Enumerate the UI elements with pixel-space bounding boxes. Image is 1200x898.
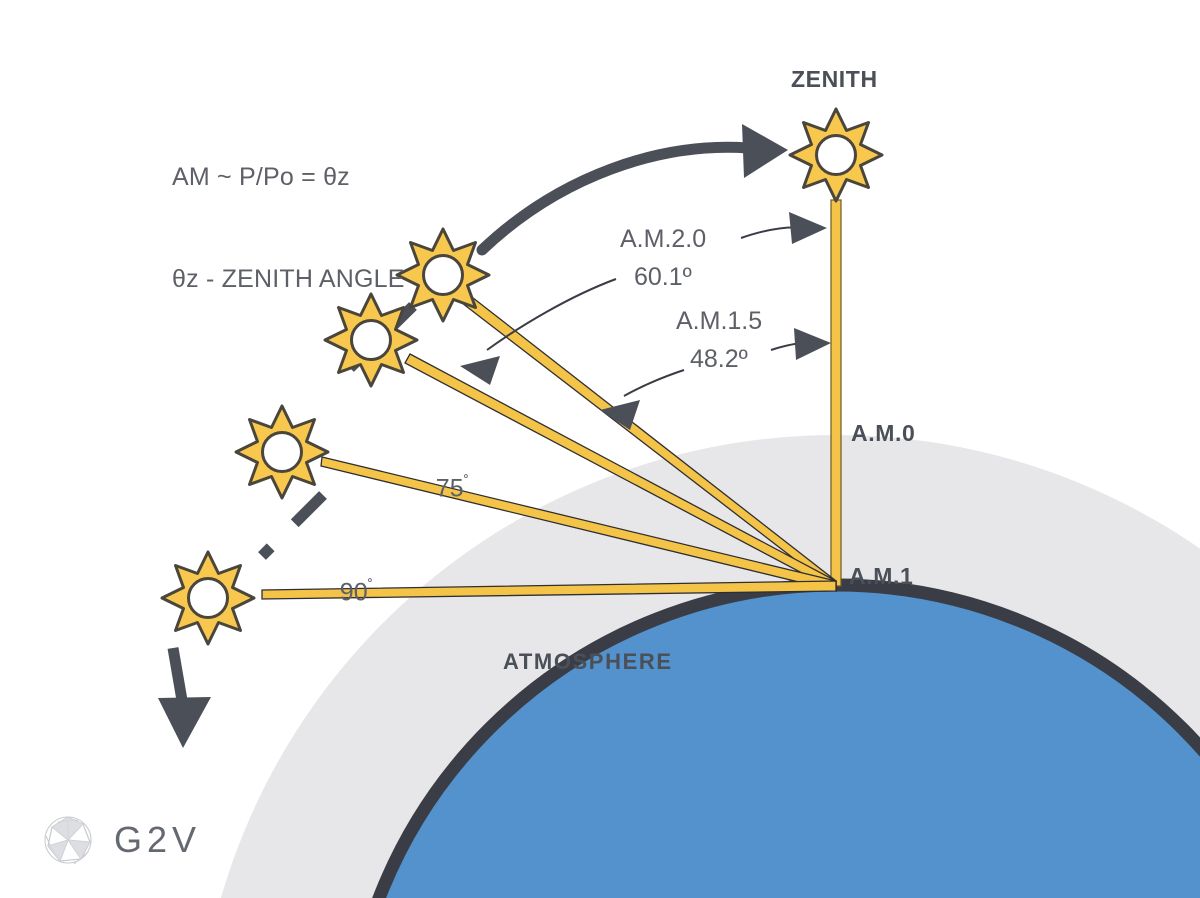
formula-line-2: θz - ZENITH ANGLE bbox=[172, 265, 405, 293]
faceted-sphere-icon bbox=[44, 816, 92, 865]
curved-arrow-icon bbox=[476, 141, 754, 256]
am-1-5-angle-label: 48.2º bbox=[690, 345, 748, 373]
am-0-label: A.M.0 bbox=[851, 420, 916, 446]
sun-icon-am-1-5 bbox=[395, 227, 491, 323]
angle-75-degree-icon: ˚ bbox=[463, 474, 469, 491]
sun-icon-90-deg bbox=[160, 550, 256, 646]
am-1-5-label: A.M.1.5 bbox=[676, 307, 763, 335]
formula-block: AM ~ P/Po = θz θz - ZENITH ANGLE bbox=[172, 92, 405, 364]
sun-icon-75-deg bbox=[234, 404, 330, 500]
curved-arrow-head bbox=[742, 124, 788, 178]
ray-90-deg bbox=[261, 580, 837, 600]
leader-line-60-1 bbox=[486, 278, 617, 351]
leader-arrow-60-1 bbox=[460, 356, 500, 385]
angle-90-label: 90˚ bbox=[312, 549, 373, 636]
angle-75-label: 75˚ bbox=[408, 445, 469, 532]
am-2-0-label: A.M.2.0 bbox=[620, 225, 707, 253]
formula-line-1: AM ~ P/Po = θz bbox=[172, 163, 350, 191]
atmosphere-label: ATMOSPHERE bbox=[503, 649, 673, 674]
leader-arrow-am-1-5-right bbox=[794, 328, 831, 360]
logo-text: G2V bbox=[114, 819, 202, 860]
leader-arrow-am-2-0-right bbox=[789, 212, 827, 244]
leader-line-48-2 bbox=[623, 369, 685, 397]
down-arrow-shaft bbox=[167, 647, 189, 707]
angle-90-value: 90 bbox=[339, 578, 368, 607]
am-1-label: A.M.1 bbox=[849, 563, 914, 589]
logo: G2V bbox=[40, 805, 260, 875]
leader-arrow-48-2 bbox=[600, 400, 640, 430]
zenith-label: ZENITH bbox=[791, 66, 878, 92]
sun-icon-zenith bbox=[788, 107, 884, 203]
angle-75-value: 75 bbox=[435, 474, 464, 503]
angle-90-degree-icon: ˚ bbox=[367, 578, 373, 595]
am-2-0-angle-label: 60.1º bbox=[634, 263, 692, 291]
dashed-path-icon bbox=[258, 302, 417, 560]
down-arrow-icon bbox=[158, 697, 211, 748]
